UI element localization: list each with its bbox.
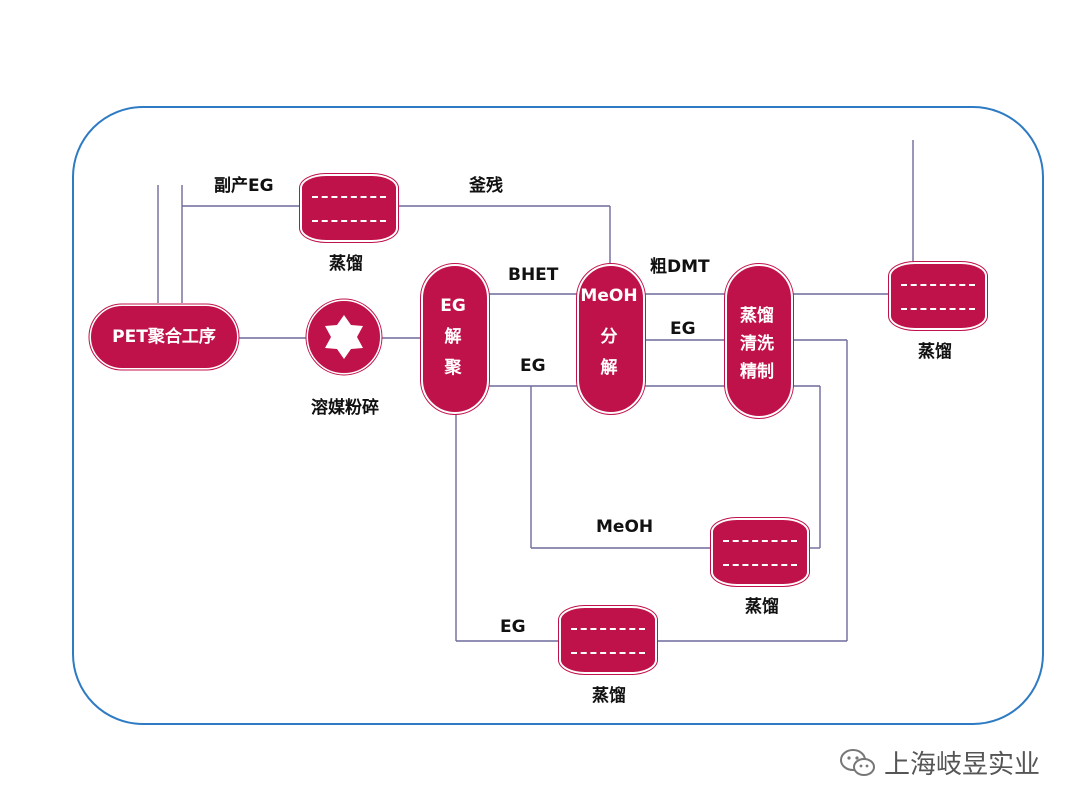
meoh-decomp-line-3: 解 (600, 358, 618, 378)
meoh-decomp-line-2: 分 (600, 327, 618, 347)
stream-eg-1: EG (670, 319, 696, 339)
watermark: 上海岐昱实业 (838, 744, 1040, 781)
watermark-text: 上海岐昱实业 (884, 750, 1041, 780)
eg-depoly-line-1: EG (440, 296, 466, 316)
meoh-decomp-line-1: MeOH (580, 286, 638, 306)
wechat-icon (840, 748, 875, 776)
pet-source-unit (89, 304, 239, 370)
distill-mid-label: 蒸馏 (745, 597, 779, 617)
distill-wash-line-1: 蒸馏 (740, 306, 774, 326)
stream-residue: 釜残 (469, 176, 503, 196)
pipelines (157, 140, 914, 642)
stream-byproduct-eg: 副产EG (214, 176, 274, 196)
distill-right-label: 蒸馏 (918, 342, 952, 362)
distill-tank-right (889, 262, 987, 330)
stream-eg-2: EG (520, 356, 546, 376)
pet-source-label: PET聚合工序 (112, 327, 216, 347)
eg-depolymerization-vessel (421, 264, 489, 414)
distill-wash-line-2: 清洗 (740, 334, 774, 354)
distill-top-label: 蒸馏 (329, 254, 363, 274)
distill-tank-bottom (559, 606, 657, 674)
crusher-label: 溶媒粉碎 (311, 398, 379, 418)
diagram-frame (72, 106, 1044, 725)
eg-depoly-line-3: 聚 (444, 358, 462, 378)
distill-tank-top (300, 174, 398, 242)
stream-crude-dmt: 粗DMT (650, 257, 710, 277)
distill-tank-mid (711, 518, 809, 586)
distill-bottom-label: 蒸馏 (592, 686, 626, 706)
distill-wash-line-3: 精制 (740, 362, 774, 382)
stream-eg-3: EG (500, 617, 526, 637)
star-icon (325, 315, 363, 359)
stream-bhet: BHET (508, 265, 559, 285)
stream-meoh: MeOH (596, 517, 654, 537)
eg-depoly-line-2: 解 (444, 327, 462, 347)
distill-wash-refine-vessel (725, 264, 793, 418)
meoh-decomposition-vessel (577, 264, 645, 414)
